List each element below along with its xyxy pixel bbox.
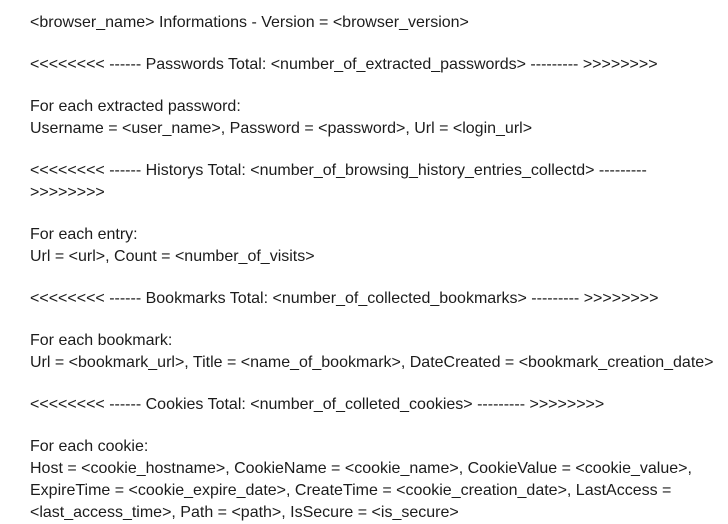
cookie-format-line-1: Host = <cookie_hostname>, CookieName = <… [30, 460, 692, 477]
cookie-format-caption: For each cookie: [30, 438, 149, 455]
password-format-line: Username = <user_name>, Password = <pass… [30, 120, 533, 137]
history-total-header-line-1: <<<<<<<< ------ Historys Total: <number_… [30, 162, 647, 179]
browser-info-line: <browser_name> Informations - Version = … [30, 14, 469, 31]
passwords-total-header-block: <<<<<<<< ------ Passwords Total: <number… [30, 54, 724, 76]
bookmark-format-line: Url = <bookmark_url>, Title = <name_of_b… [30, 354, 714, 371]
cookies-total-header-block: <<<<<<<< ------ Cookies Total: <number_o… [30, 394, 724, 416]
cookie-entry-format-block: For each cookie: Host = <cookie_hostname… [30, 436, 724, 524]
history-format-line: Url = <url>, Count = <number_of_visits> [30, 248, 315, 265]
bookmark-entry-format-block: For each bookmark: Url = <bookmark_url>,… [30, 330, 724, 374]
passwords-total-header-line: <<<<<<<< ------ Passwords Total: <number… [30, 56, 658, 73]
bookmarks-total-header-block: <<<<<<<< ------ Bookmarks Total: <number… [30, 288, 724, 310]
cookies-total-header-line: <<<<<<<< ------ Cookies Total: <number_o… [30, 396, 605, 413]
history-total-header-block: <<<<<<<< ------ Historys Total: <number_… [30, 160, 724, 204]
cookie-format-line-3: <last_access_time>, Path = <path>, IsSec… [30, 504, 459, 521]
history-format-caption: For each entry: [30, 226, 138, 243]
history-total-header-line-2: >>>>>>>> [30, 184, 105, 201]
browser-info-block: <browser_name> Informations - Version = … [30, 12, 724, 34]
password-entry-format-block: For each extracted password: Username = … [30, 96, 724, 140]
bookmarks-total-header-line: <<<<<<<< ------ Bookmarks Total: <number… [30, 290, 659, 307]
password-format-caption: For each extracted password: [30, 98, 241, 115]
history-entry-format-block: For each entry: Url = <url>, Count = <nu… [30, 224, 724, 268]
bookmark-format-caption: For each bookmark: [30, 332, 173, 349]
cookie-format-line-2: ExpireTime = <cookie_expire_date>, Creat… [30, 482, 672, 499]
